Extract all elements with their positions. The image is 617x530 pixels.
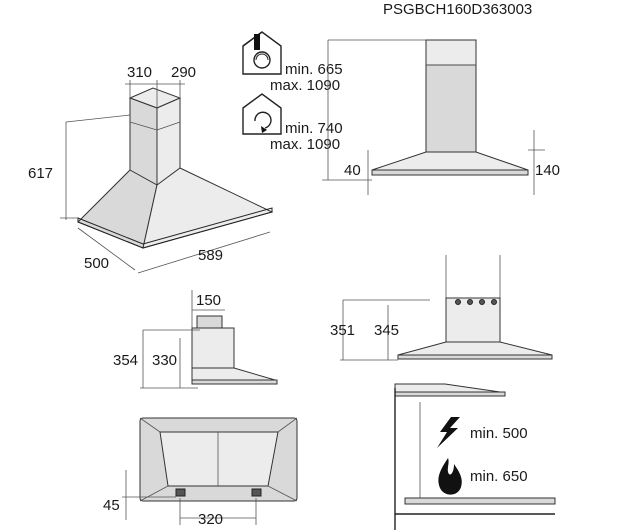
gas-flame-icon: [438, 458, 462, 495]
clearance-drawing: [394, 383, 556, 530]
gas-clearance-label: min. 650: [470, 468, 528, 485]
bracket-spacing-label: 320: [198, 511, 223, 528]
chimney-width-label: 290: [171, 64, 196, 81]
electric-clearance-label: min. 500: [470, 425, 528, 442]
back-height-b-label: 345: [374, 322, 399, 339]
bottom-view-drawing: [122, 417, 298, 525]
hood-width-label: 589: [198, 247, 223, 264]
outlet-width-label: 150: [196, 292, 221, 309]
perspective-hood-drawing: [60, 80, 274, 274]
back-view-drawing: [340, 255, 553, 361]
model-code: PSGBCH160D363003: [383, 1, 532, 18]
edge-height-label: 140: [535, 162, 560, 179]
back-height-a-label: 351: [330, 322, 355, 339]
extraction-max: max. 1090: [270, 77, 340, 94]
side-height-b-label: 330: [152, 352, 177, 369]
side-height-a-label: 354: [113, 352, 138, 369]
canopy-height-label: 40: [344, 162, 361, 179]
recirculation-min: min. 740: [285, 120, 343, 137]
hood-depth-label: 500: [84, 255, 109, 272]
hood-height-label: 617: [28, 165, 53, 182]
extraction-mode-house-icon: [242, 31, 282, 75]
side-view-drawing: [140, 290, 278, 389]
extraction-min: min. 665: [285, 61, 343, 78]
bracket-offset-label: 45: [103, 497, 120, 514]
chimney-depth-label: 310: [127, 64, 152, 81]
front-view-drawing: [322, 39, 545, 195]
electric-hob-icon: [437, 417, 460, 448]
recirculation-max: max. 1090: [270, 136, 340, 153]
recirculation-mode-house-icon: [242, 93, 282, 135]
